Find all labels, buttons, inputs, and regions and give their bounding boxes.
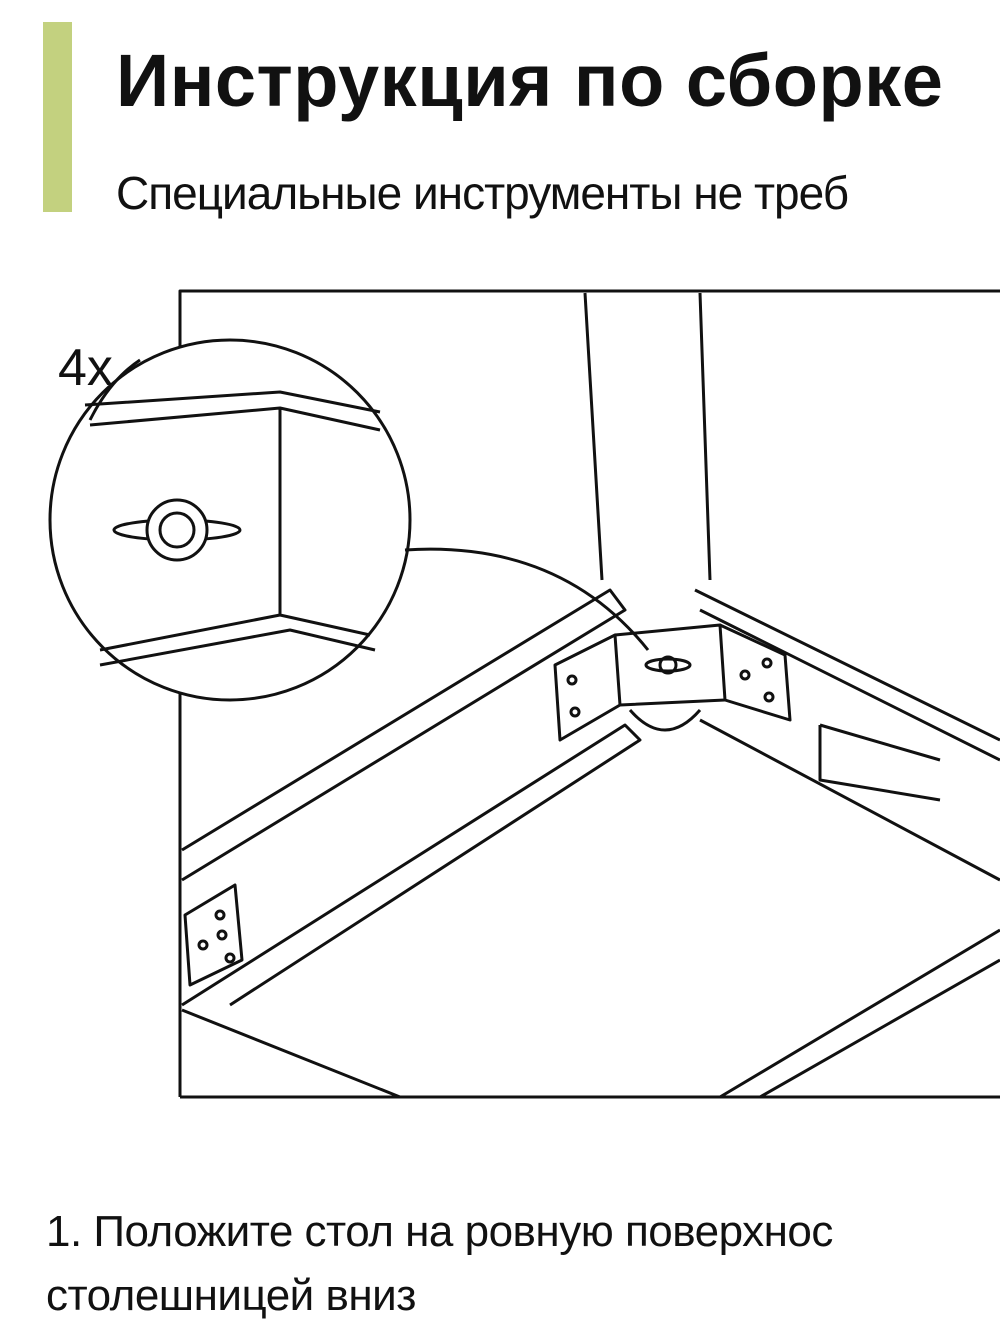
page-subtitle: Специальные инструменты не треб	[116, 167, 849, 219]
step-1-line-1: 1. Положите стол на ровную поверхнос	[46, 1207, 833, 1256]
corner-bracket	[553, 623, 792, 742]
side-bracket	[183, 883, 244, 987]
detail-magnifier	[48, 338, 650, 702]
quantity-label: 4x	[58, 339, 113, 397]
step-1-line-2: столешницей вниз	[46, 1271, 416, 1320]
rail-left	[181, 588, 627, 882]
table-leg	[583, 292, 712, 581]
accent-bar	[43, 22, 72, 212]
assembly-illustration: 4x	[48, 289, 1000, 1099]
page-title: Инструкция по сборке	[116, 39, 944, 122]
illustration-frame	[178, 289, 1000, 1097]
step-1: 1. Положите стол на ровную поверхнос сто…	[46, 1200, 833, 1328]
